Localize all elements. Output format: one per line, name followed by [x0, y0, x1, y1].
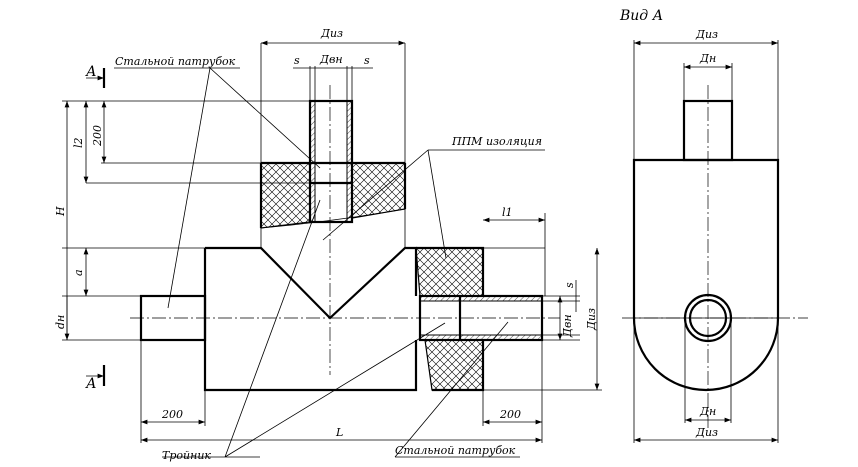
dim-s-left: s [294, 54, 300, 67]
section-mark-bottom: А [85, 365, 106, 392]
dim-s-right: s [364, 54, 370, 67]
dim-d-iz-side: Диз [585, 308, 598, 331]
dim-d-iz-top: Диз [320, 27, 343, 40]
view-dim-dn-top: Дн [699, 52, 716, 65]
svg-text:А: А [85, 64, 97, 80]
view-a-body [632, 158, 780, 392]
dim-d-vn-top: Двн [319, 53, 343, 66]
view-title: Вид А [619, 8, 663, 24]
top-insulation [260, 162, 406, 229]
dim-l1: l1 [502, 206, 513, 219]
label-ppm-insulation: ППМ изоляция [451, 135, 542, 148]
svg-text:А: А [85, 376, 97, 392]
label-steel-pipe-bottom: Стальной патрубок [395, 444, 516, 457]
view-dim-d-iz-top: Диз [695, 28, 718, 41]
view-dim-dn-bottom: Дн [699, 405, 716, 418]
section-mark-top: А [85, 64, 106, 88]
label-tee: Тройник [162, 449, 211, 462]
dim-l2: l2 [72, 137, 85, 148]
dim-200-right: 200 [499, 408, 521, 421]
dim-h: H [54, 206, 67, 217]
dim-L: L [335, 426, 343, 439]
dim-200-vertical: 200 [91, 125, 104, 147]
tee-body [203, 246, 418, 392]
dim-d-vn-side: Двн [561, 314, 574, 338]
dim-a: a [72, 269, 85, 276]
right-insulation [415, 247, 484, 391]
dim-200-left: 200 [161, 408, 183, 421]
dim-dn-left: dн [54, 315, 67, 329]
left-pipe [139, 294, 207, 342]
view-dim-d-iz-bottom: Диз [695, 426, 718, 439]
label-steel-pipe-top: Стальной патрубок [115, 55, 236, 68]
dim-s-side: s [563, 282, 576, 288]
